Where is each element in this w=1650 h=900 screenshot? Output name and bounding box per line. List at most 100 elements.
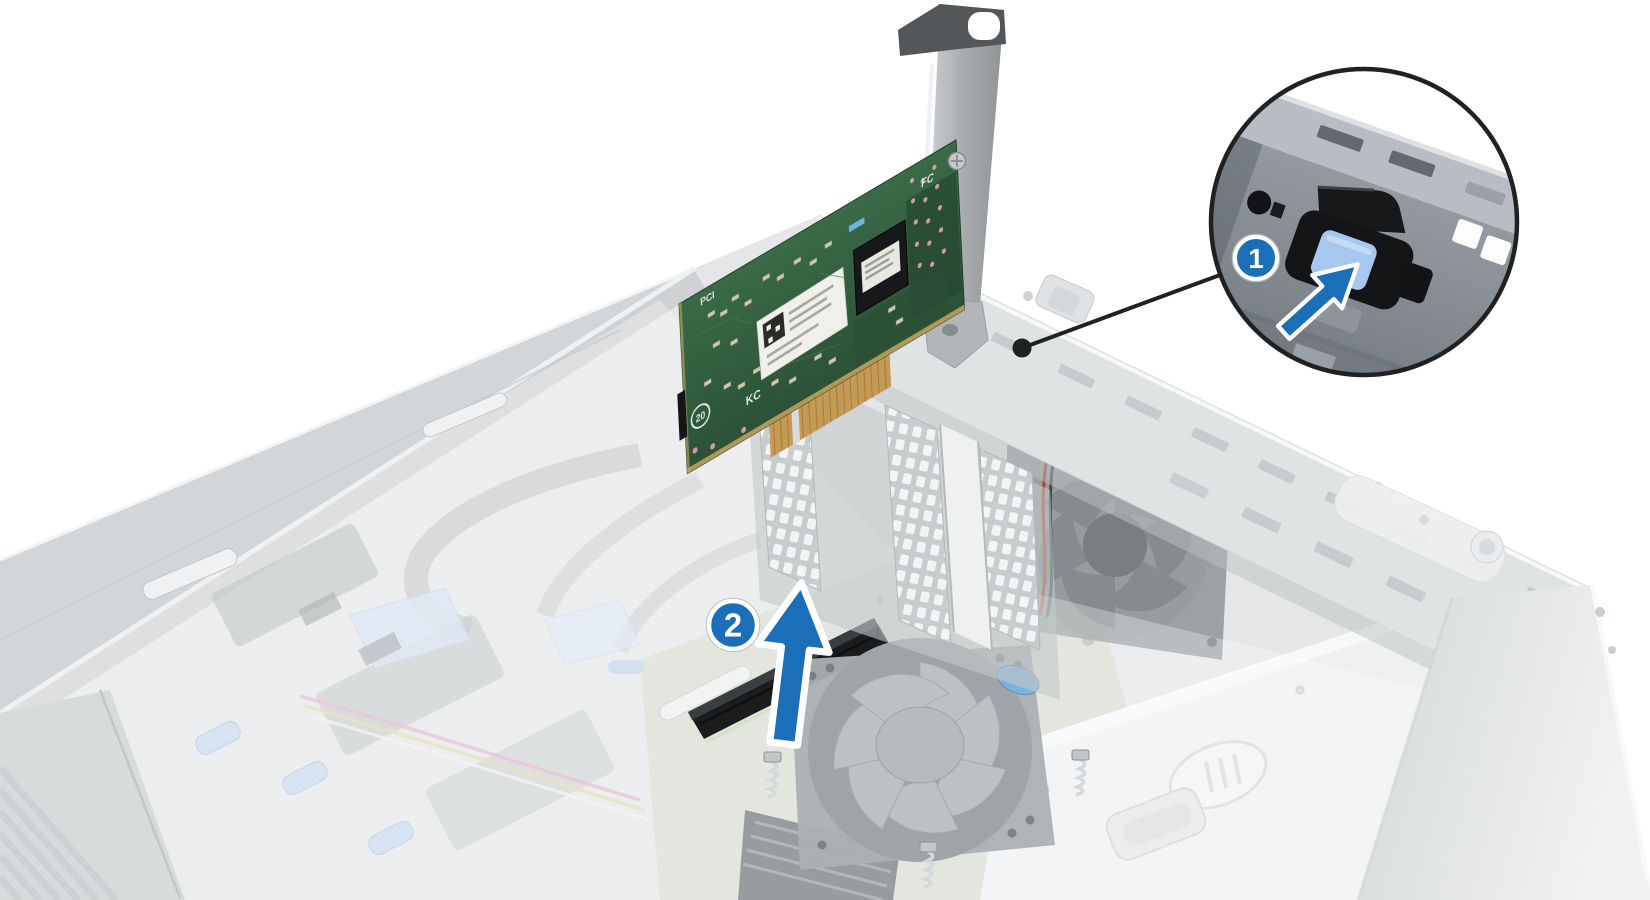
white-rail [659,665,751,721]
channel-edge [977,441,993,651]
front-bezel-corner [0,689,185,900]
card-label [756,266,848,381]
ribbon-cable [536,471,705,619]
front-fold [98,689,182,899]
yellow-wire [304,704,646,812]
rear-fan-hub [1083,513,1147,577]
fan-corner-hole [825,663,835,673]
panel-square-hole [1480,235,1512,266]
right-panel-face [1358,585,1650,900]
latch-button-highlight [1326,234,1372,256]
gold-fingers [772,354,887,456]
bracket-hook-notch [968,12,1000,40]
rim-inner-shadow [0,271,705,733]
step-1-badge-outline [1231,233,1281,283]
circle-20-text: 20 [696,409,706,426]
pink-wire [299,694,641,802]
right-panel-edge-highlight [1590,584,1650,881]
blue-component [848,217,865,233]
chip-label [861,240,901,293]
screw-boss-hole [1479,539,1495,555]
panel-screw [1595,607,1605,617]
cable-connector [358,631,402,667]
circle-20-mark [690,403,711,429]
heatsink-fin [742,862,884,900]
corner-bracket-tab [1334,475,1506,583]
step-2-badge-outline [705,597,761,653]
rim-stamped-slot [422,392,508,438]
psu-emboss-bar [1232,753,1242,785]
rim-stamped-slot [142,548,238,600]
cable-connector [298,591,342,627]
blue-cable-clip [368,820,414,856]
right-panel-boundary [1356,597,1454,900]
front-rib [0,853,43,900]
pcb-edge [687,304,965,474]
latch-post [1023,291,1033,301]
front-rib [0,787,100,900]
fan-corner-hole [1025,815,1035,825]
blue-cable-clip [282,760,328,796]
front-rib [0,809,81,900]
fan-corner-hole [817,840,827,850]
flange-highlight [1239,79,1517,200]
smd-components [703,240,904,391]
white-wire [309,714,651,822]
spring-screw [763,751,782,799]
flange-slot [1388,150,1436,178]
latch-arm-highlight [1317,185,1374,192]
cpu-fan-blades [833,661,1007,834]
cpu-cooler [738,638,1090,900]
callout-leader-line [1021,273,1221,350]
step-2-badge [706,598,760,652]
latch-pivot-knob [1247,190,1272,215]
psu-top-bevel [1005,598,1460,760]
latch-button-ghost [1048,286,1080,316]
solder-pads [692,164,946,454]
spring-screw [919,841,938,889]
expansion-card: PCI 20 KC FC [677,139,965,475]
rim-outer-highlight [0,266,696,562]
front-rib [0,765,119,900]
latch-pivot-stem [1269,201,1286,219]
psu-handle-hole [1122,803,1192,846]
pcb-traces [698,272,847,365]
psu-emboss-bar [1204,761,1214,793]
qr-code [762,311,786,349]
channel-edge [939,423,955,633]
psu-emboss-bar [1218,757,1228,789]
flange-slot [1316,125,1364,152]
front-rib [0,875,23,900]
panel-screw [1608,646,1616,654]
bracket-screw-hole [942,324,958,336]
panel-shadow-strip [1211,134,1263,277]
step-2-annotation: 2 [705,578,838,748]
latch-hook [1395,262,1433,304]
rim-crease [0,329,621,641]
flange-slot [1464,181,1506,206]
blue-tab [608,660,644,674]
drive-cage-block [212,524,378,646]
right-side-panel [1356,584,1650,900]
pcb-edge [679,302,690,474]
drive-cage-block [315,615,505,755]
blue-cable-clip [195,720,241,756]
fan-corner-hole [1007,828,1017,838]
left-top-rim [0,265,697,716]
cpu-fan-hub [875,706,965,784]
slot-cover-perforated [884,404,952,645]
drive-bay-area [0,271,763,856]
fan-screw-hole [1207,637,1217,647]
psu-screw [1295,685,1305,695]
step-2-label: 2 [724,607,742,644]
rear-panel [817,214,1593,748]
step-1-label: 1 [1248,243,1264,274]
callout-ring [1208,66,1520,378]
blue-drive-carrier [544,599,641,666]
open-slot-channel [940,424,992,650]
step-1-badge [1233,235,1279,281]
bracket-screw [947,151,967,171]
front-rib [0,831,62,900]
